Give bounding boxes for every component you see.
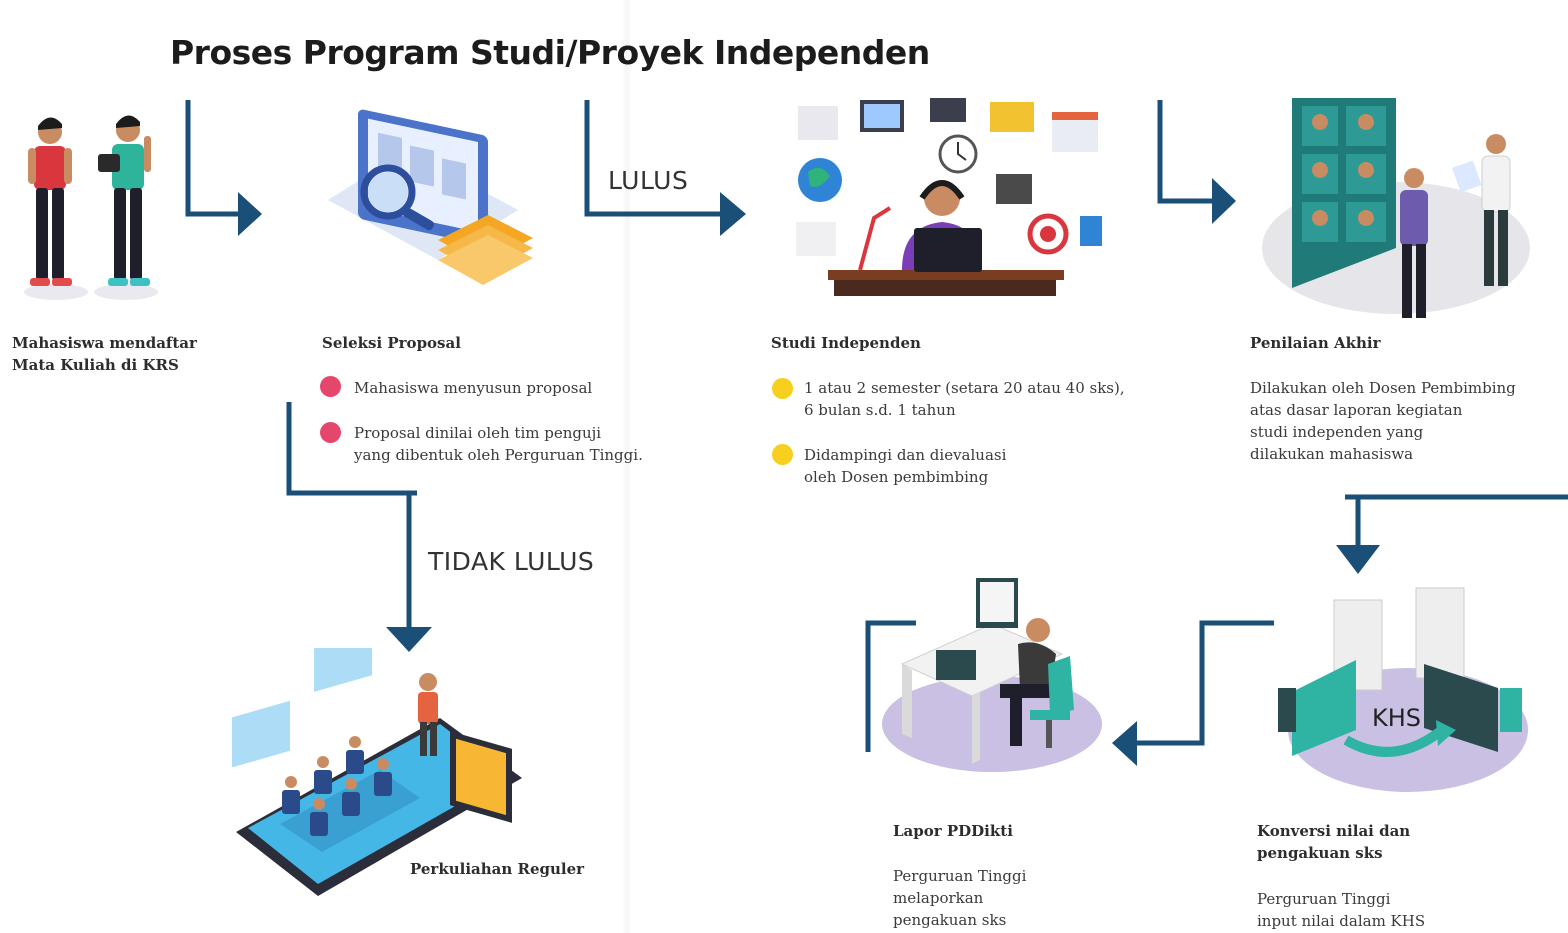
connector-seleksi-studi	[584, 100, 720, 217]
bullet-seleksi-1: Mahasiswa menyusun proposal	[354, 379, 593, 397]
step-desc-lapor: Perguruan Tinggi melaporkan pengakuan sk…	[893, 867, 1027, 929]
page-title: Proses Program Studi/Proyek Independen	[170, 33, 930, 72]
label-lulus: LULUS	[608, 166, 689, 195]
classroom-tablet-icon	[232, 648, 522, 896]
step-desc-penilaian: Dilakukan oleh Dosen Pembimbing atas das…	[1250, 379, 1516, 463]
step-title-studi: Studi Independen	[771, 334, 921, 352]
connector-seleksi-reguler	[286, 402, 417, 628]
arrow-head-6	[1112, 721, 1137, 766]
bullet-dot	[772, 444, 793, 465]
khs-conversion-icon: KHS	[1278, 587, 1528, 792]
step-title-reguler: Perkuliahan Reguler	[410, 860, 585, 878]
arrow-head-4	[386, 627, 432, 652]
step-title-lapor: Lapor PDDikti	[893, 822, 1013, 840]
bullet-seleksi-2: Proposal dinilai oleh tim penguji yang d…	[354, 424, 643, 464]
students-icon	[24, 115, 158, 300]
bullet-dot	[320, 376, 341, 397]
step-title-seleksi: Seleksi Proposal	[322, 334, 461, 352]
step-title-daftar: Mahasiswa mendaftar Mata Kuliah di KRS	[12, 334, 197, 374]
arrow-head-5	[1336, 545, 1380, 574]
step-title-konversi: Konversi nilai dan pengakuan sks	[1257, 822, 1411, 862]
bullet-studi-2: Didampingi dan dievaluasi oleh Dosen pem…	[804, 446, 1007, 486]
arrow-head-1	[238, 192, 262, 236]
connector-penilaian-konversi	[1345, 494, 1568, 545]
connector-studi-penilaian	[1157, 100, 1212, 204]
connector-daftar-seleksi	[185, 100, 238, 217]
connector-konversi-lapor	[1137, 620, 1274, 746]
bracket-lapor	[865, 620, 916, 752]
arrow-head-3	[1212, 178, 1236, 224]
bullet-dot	[320, 422, 341, 443]
proposal-review-icon	[328, 109, 533, 285]
video-evaluation-icon	[1262, 98, 1530, 318]
arrow-head-2	[720, 192, 746, 236]
page-fold	[622, 0, 632, 933]
bullet-dot	[772, 378, 793, 399]
independent-study-icon	[796, 98, 1102, 296]
khs-text: KHS	[1372, 704, 1421, 732]
label-tidak-lulus: TIDAK LULUS	[428, 547, 595, 576]
step-desc-konversi: Perguruan Tinggi input nilai dalam KHS	[1257, 890, 1426, 930]
workstation-icon	[882, 578, 1102, 772]
step-title-penilaian: Penilaian Akhir	[1250, 334, 1381, 352]
bullet-studi-1: 1 atau 2 semester (setara 20 atau 40 sks…	[804, 379, 1125, 419]
